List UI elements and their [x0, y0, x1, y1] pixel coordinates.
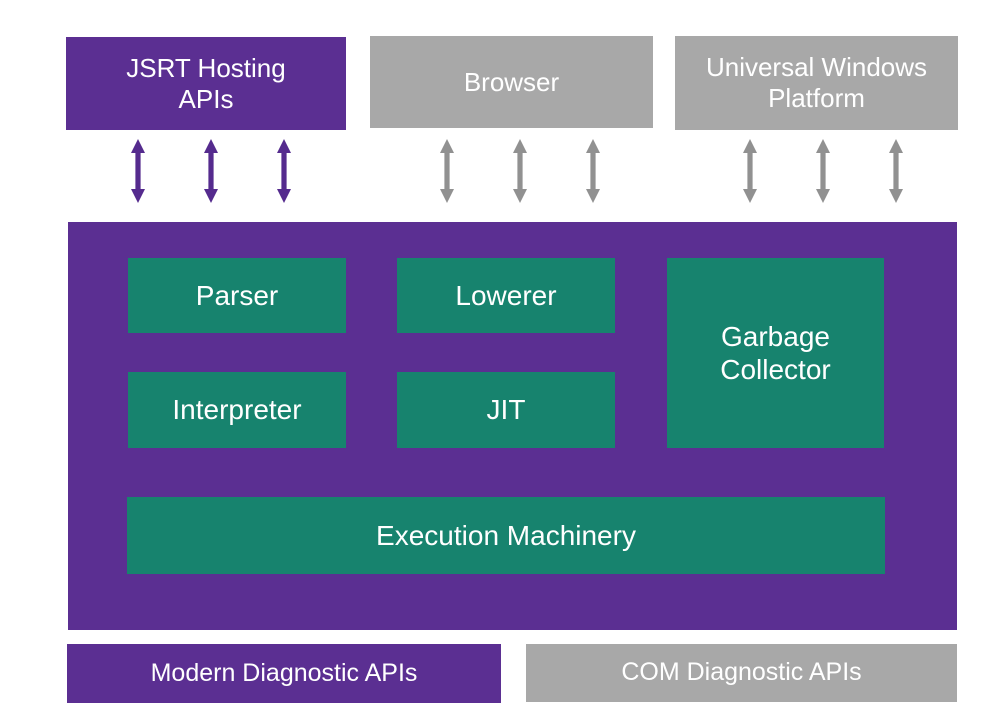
double-arrow-icon	[130, 138, 146, 204]
double-arrow-icon	[203, 138, 219, 204]
browser-box: Browser	[370, 36, 653, 128]
double-arrow-icon	[512, 138, 528, 204]
modern-diagnostic-apis-box: Modern Diagnostic APIs	[67, 644, 501, 703]
lowerer-label: Lowerer	[455, 279, 557, 311]
com-diagnostic-apis-label: COM Diagnostic APIs	[621, 658, 862, 687]
double-arrow-icon	[276, 138, 292, 204]
interpreter-box: Interpreter	[128, 372, 346, 448]
parser-box: Parser	[128, 258, 346, 333]
uwp-connector-arrows	[742, 138, 904, 204]
jit-box: JIT	[397, 372, 615, 448]
double-arrow-icon	[742, 138, 758, 204]
double-arrow-icon	[585, 138, 601, 204]
garbage-collector-label: Garbage Collector	[720, 320, 831, 385]
double-arrow-icon	[439, 138, 455, 204]
browser-label: Browser	[463, 66, 560, 97]
lowerer-box: Lowerer	[397, 258, 615, 333]
parser-label: Parser	[195, 279, 279, 311]
jit-label: JIT	[486, 394, 526, 426]
garbage-collector-box: Garbage Collector	[667, 258, 884, 448]
browser-connector-arrows	[439, 138, 601, 204]
jsrt-hosting-apis-box: JSRT Hosting APIs	[66, 37, 346, 130]
execution-machinery-label: Execution Machinery	[376, 519, 636, 551]
double-arrow-icon	[815, 138, 831, 204]
interpreter-label: Interpreter	[172, 394, 302, 426]
modern-diagnostic-apis-label: Modern Diagnostic APIs	[150, 658, 418, 687]
jsrt-hosting-apis-label: JSRT Hosting APIs	[126, 52, 286, 114]
universal-windows-platform-box: Universal Windows Platform	[675, 36, 958, 130]
com-diagnostic-apis-box: COM Diagnostic APIs	[526, 644, 957, 702]
jsrt-connector-arrows	[130, 138, 292, 204]
double-arrow-icon	[888, 138, 904, 204]
engine-container-box: Parser Lowerer Garbage Collector Interpr…	[68, 222, 957, 630]
execution-machinery-box: Execution Machinery	[127, 497, 885, 574]
universal-windows-platform-label: Universal Windows Platform	[705, 52, 928, 113]
